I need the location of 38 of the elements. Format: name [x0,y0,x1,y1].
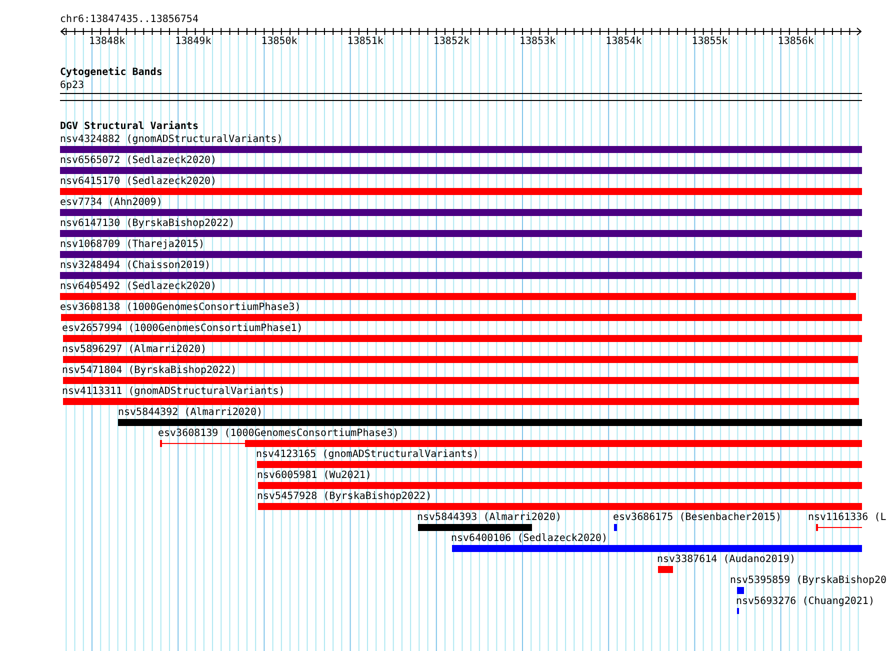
tick-label: 13855k [692,36,728,48]
tick-label: 13852k [433,36,470,48]
variant-label: nsv5471804 (ByrskaBishop2022) [62,365,237,377]
variant-label: nsv3248494 (Chaisson2019) [60,260,211,272]
variant-label: esv3608138 (1000GenomesConsortiumPhase3) [60,302,301,314]
variant-label: nsv4123165 (gnomADStructuralVariants) [256,449,479,461]
tick-label: 13848k [89,36,126,48]
variant-label: nsv5693276 (Chuang2021) [736,596,874,608]
variant-label: nsv4113311 (gnomADStructuralVariants) [62,386,285,398]
variant-label: nsv6005981 (Wu2021) [257,470,372,482]
tick-label: 13853k [520,36,556,48]
tick-label: 13851k [347,36,384,48]
tick-label: 13850k [261,36,298,48]
tick-label: 13856k [778,36,814,48]
variant-label: nsv6415170 (Sedlazeck2020) [60,176,217,188]
variant-label: nsv5457928 (ByrskaBishop2022) [257,491,432,503]
variant-label: nsv3387614 (Audano2019) [657,554,796,566]
variant-label: nsv1068709 (Thareja2015) [60,239,204,251]
variant-label: nsv5896297 (Almarri2020) [62,344,206,356]
variant-label: nsv6147130 (ByrskaBishop2022) [60,218,235,230]
variant-label: nsv1161336 (L [808,512,886,524]
tick-label: 13854k [606,36,642,48]
variant-label: esv7734 (Ahn2009) [60,197,162,209]
variant-label: nsv5844393 (Almarri2020) [417,512,562,524]
variant-label: esv2657994 (1000GenomesConsortiumPhase1) [62,323,303,335]
variant-label: nsv5844392 (Almarri2020) [118,407,262,419]
track-title: DGV Structural Variants [60,121,198,133]
variant-label: nsv5395859 (ByrskaBishop20 [730,575,887,587]
variant-label: esv3686175 (Besenbacher2015) [613,512,782,524]
band-label: 6p23 [60,80,84,92]
variant-label: nsv6565072 (Sedlazeck2020) [60,155,217,167]
variant-label: nsv6400106 (Sedlazeck2020) [451,533,608,545]
tick-label: 13849k [175,36,212,48]
track-title: Cytogenetic Bands [60,67,162,79]
position-label: chr6:13847435..13856754 [60,14,198,26]
variant-label: nsv4324882 (gnomADStructuralVariants) [60,134,283,146]
variant-label: nsv6405492 (Sedlazeck2020) [60,281,217,293]
variant-label: esv3608139 (1000GenomesConsortiumPhase3) [158,428,399,440]
